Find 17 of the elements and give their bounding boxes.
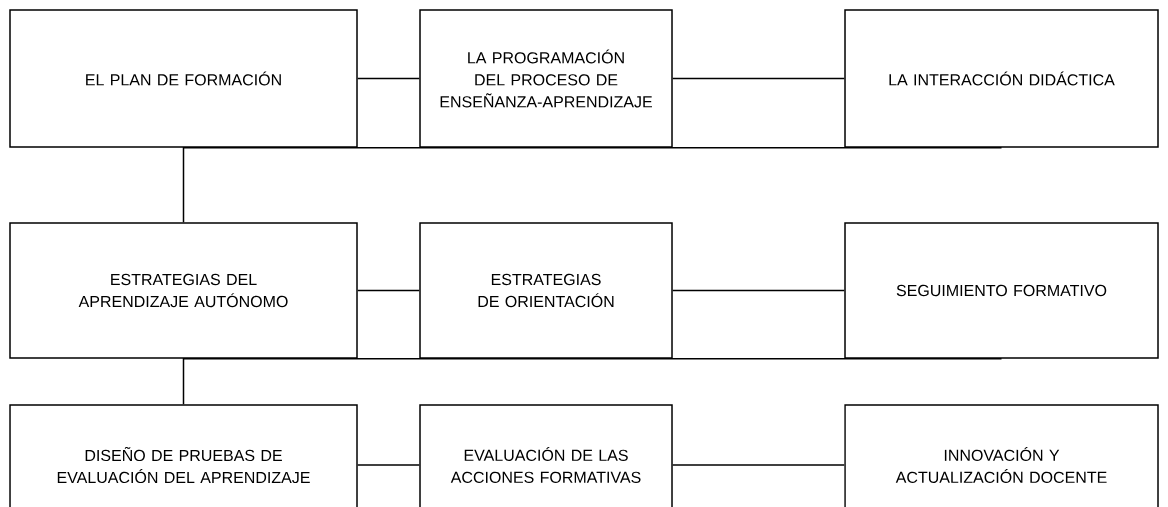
process-box: DISEÑO DE PRUEBAS DE EVALUACIÓN DEL APRENDIZAJE	[9, 404, 358, 507]
connector-line	[672, 289, 845, 292]
process-box: SEGUIMIENTO FORMATIVO	[844, 222, 1159, 359]
process-box: LA PROGRAMACIÓN DEL PROCESO DE ENSEÑANZA-APRENDIZAJE	[419, 9, 673, 148]
connector-line	[182, 358, 1003, 405]
connector-line	[357, 77, 420, 80]
process-box: ESTRATEGIAS DE ORIENTACIÓN	[419, 222, 673, 359]
connector-line	[357, 464, 420, 466]
process-box: EL PLAN DE FORMACIÓN	[9, 9, 358, 148]
connector-line	[672, 464, 845, 466]
connector-line	[357, 289, 420, 292]
process-box: ESTRATEGIAS DEL APRENDIZAJE AUTÓNOMO	[9, 222, 358, 359]
connector-line	[672, 77, 845, 80]
process-box: EVALUACIÓN DE LAS ACCIONES FORMATIVAS	[419, 404, 673, 507]
process-box: LA INTERACCIÓN DIDÁCTICA	[844, 9, 1159, 148]
process-box: INNOVACIÓN Y ACTUALIZACIÓN DOCENTE	[844, 404, 1159, 507]
connector-line	[182, 147, 1003, 223]
